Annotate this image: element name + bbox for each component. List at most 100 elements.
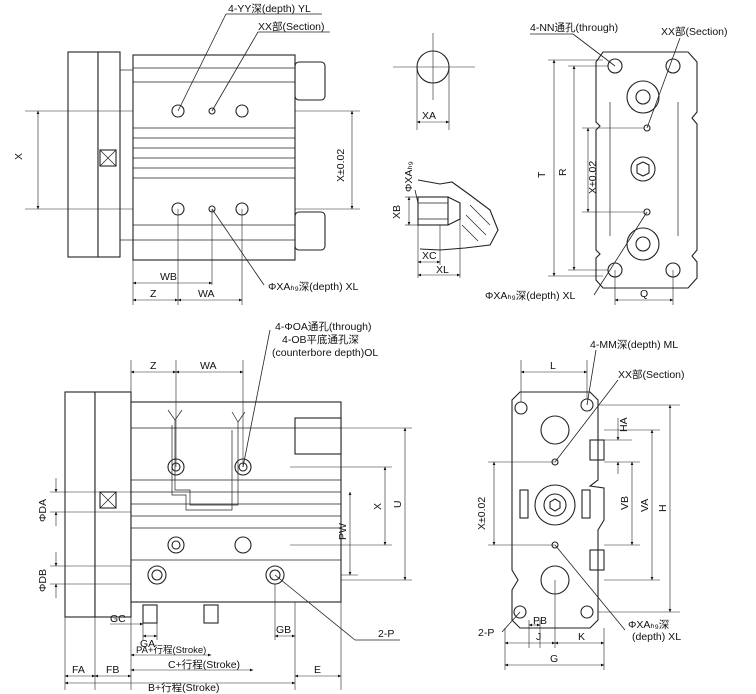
end-plate <box>64 391 96 618</box>
dim-vb: VB <box>619 496 631 510</box>
hole <box>208 107 216 115</box>
xa-depth-label: ΦXAₕ₉深(depth) XL <box>485 290 575 302</box>
dim-c-stroke: C+行程(Stroke) <box>168 658 240 671</box>
top-right-labels: 4-NN通孔(through) XX部(Section) T R X±0.02 … <box>485 21 728 302</box>
dim-pa-stroke: PA+行程(Stroke) <box>136 644 206 656</box>
dim-b-stroke: B+行程(Stroke) <box>148 681 219 694</box>
dim-k: K <box>578 631 585 643</box>
center-port <box>534 484 576 526</box>
dim-x: X <box>13 153 25 160</box>
hole <box>235 104 249 118</box>
nn-through-label: 4-NN通孔(through) <box>530 21 618 34</box>
counterbore-hole <box>167 536 185 554</box>
dim-wa: WA <box>198 288 215 300</box>
dim-u: U <box>392 500 404 508</box>
rod-guide <box>294 417 342 455</box>
section-outline <box>417 179 499 251</box>
end-plate <box>67 51 99 258</box>
dim-pb: PB <box>533 615 547 627</box>
dim-va: VA <box>639 499 651 512</box>
top-mid-labels: XA ΦXAₕ₉ XB XC XL <box>391 110 449 276</box>
mm-depth-label: 4-MM深(depth) ML <box>590 339 678 351</box>
port-2p-label: 2-P <box>478 627 494 639</box>
port-2p-label: 2-P <box>378 628 394 640</box>
dim-ga: GA <box>140 638 155 650</box>
xx-section-label: XX部(Section) <box>618 368 685 381</box>
bottom-right-view <box>488 349 680 670</box>
xl-depth-label: (depth) XL <box>632 631 681 643</box>
dim-z: Z <box>150 288 157 300</box>
body-grooves <box>133 67 295 241</box>
rod-bore-inner <box>635 89 651 105</box>
center-port <box>630 156 656 182</box>
through-hole <box>665 58 681 74</box>
port-hole <box>147 565 167 585</box>
dim-x: X <box>372 503 384 510</box>
top-left-labels: 4-YY深(depth) YL XX部(Section) X X±0.02 WB… <box>13 3 358 300</box>
end-plate-inner <box>94 391 132 618</box>
bottom-left-view <box>50 329 412 690</box>
rod-bore <box>540 415 570 445</box>
dim-q: Q <box>640 288 648 300</box>
hole <box>171 104 185 118</box>
bottom-right-labels: 4-MM深(depth) ML XX部(Section) L HA VB VA … <box>476 339 685 665</box>
hex-socket <box>636 161 650 177</box>
pin-body <box>417 196 449 226</box>
end-plate-inner <box>97 51 121 258</box>
tapped-hole <box>580 605 594 619</box>
port-plug <box>99 149 117 167</box>
dim-ha: HA <box>618 417 630 432</box>
side-port <box>589 549 605 571</box>
foot <box>203 604 219 624</box>
dim-pw: PW <box>337 523 349 540</box>
rod-bore <box>626 80 660 114</box>
dim-xl: XL <box>436 264 449 276</box>
dim-l: L <box>550 360 556 372</box>
top-right-view <box>530 33 698 305</box>
dim-gc: GC <box>110 613 126 625</box>
dim-fa: FA <box>72 664 85 676</box>
xa-depth-label: ΦXAₕ₉深(depth) XL <box>268 281 358 293</box>
dim-r: R <box>557 168 569 176</box>
slot <box>519 489 529 519</box>
dim-j: J <box>536 631 541 643</box>
yy-depth-label: 4-YY深(depth) YL <box>228 3 311 15</box>
body-grooves <box>131 427 341 561</box>
xa-depth-label: ΦXAₕ₉深 <box>628 619 669 631</box>
dim-da: ΦDA <box>37 499 49 522</box>
xx-section-label: XX部(Section) <box>661 25 728 38</box>
xx-section-label: XX部(Section) <box>258 20 325 33</box>
dim-fb: FB <box>106 664 119 676</box>
dim-h: H <box>657 504 669 512</box>
counterbore-hole <box>234 536 252 554</box>
lower-rod-end <box>294 211 326 251</box>
rod-bore-inner <box>635 236 651 252</box>
dim-e: E <box>314 664 321 676</box>
side-port <box>589 439 605 461</box>
dim-t: T <box>536 171 548 178</box>
dim-z: Z <box>150 360 157 372</box>
cylinder-body <box>132 54 296 261</box>
dim-wb: WB <box>160 271 177 283</box>
dim-gb: GB <box>276 624 291 636</box>
upper-rod-end <box>294 61 326 101</box>
end-plate-outline <box>595 51 698 289</box>
counterbore-depth-label: (counterbore depth)OL <box>272 347 378 359</box>
dim-xa-dia: ΦXAₕ₉ <box>403 161 415 192</box>
dim-x-tol: X±0.02 <box>587 161 599 194</box>
dim-xc: XC <box>422 250 437 262</box>
dim-xb: XB <box>391 205 403 219</box>
end-plate-outline <box>511 391 605 629</box>
dim-xa: XA <box>422 110 436 122</box>
dim-x-tol: X±0.02 <box>476 497 488 530</box>
dim-db: ΦDB <box>37 569 49 592</box>
tapped-hole <box>513 605 527 619</box>
top-left-view <box>25 13 360 305</box>
bottom-left-labels: 4-ΦOA通孔(through) 4-OB平底通孔深 (counterbore … <box>37 320 404 694</box>
dim-wa: WA <box>200 360 217 372</box>
dim-g: G <box>550 653 558 665</box>
ob-counterbore-label: 4-OB平底通孔深 <box>282 333 359 346</box>
dim-x-tol: X±0.02 <box>335 149 347 182</box>
top-mid-view <box>393 33 499 278</box>
